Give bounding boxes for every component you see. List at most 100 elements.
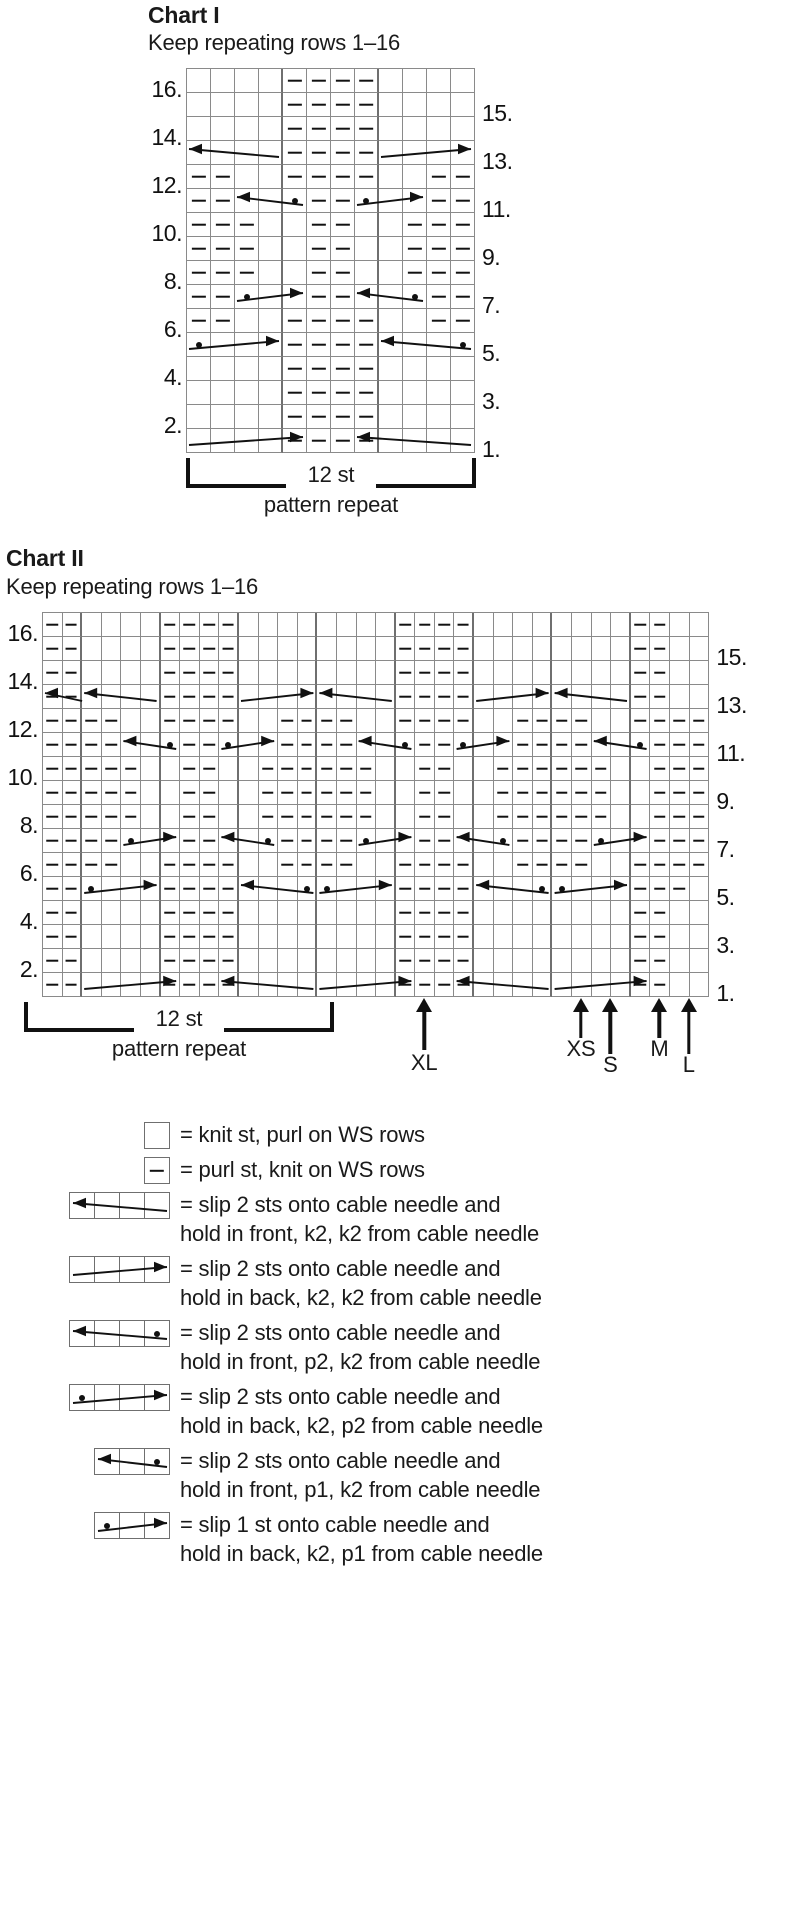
chart-cell[interactable] — [451, 165, 475, 189]
chart-cell[interactable] — [82, 877, 102, 901]
chart-cell[interactable] — [101, 925, 122, 949]
chart-cell[interactable] — [160, 853, 181, 877]
chart-cell[interactable] — [451, 333, 475, 357]
chart-cell[interactable] — [211, 237, 235, 261]
chart-cell[interactable] — [238, 805, 259, 829]
chart-cell[interactable] — [331, 285, 355, 309]
chart-cell[interactable] — [140, 685, 161, 709]
chart-cell[interactable] — [532, 877, 553, 901]
chart-cell[interactable] — [513, 973, 533, 997]
chart-cell[interactable] — [101, 901, 122, 925]
chart-cell[interactable] — [395, 637, 416, 661]
chart-cell[interactable] — [199, 829, 220, 853]
chart-cell[interactable] — [187, 309, 211, 333]
chart-cell[interactable] — [180, 949, 200, 973]
chart-cell[interactable] — [552, 733, 573, 757]
chart-cell[interactable] — [356, 637, 377, 661]
chart-cell[interactable] — [235, 333, 259, 357]
chart-cell[interactable] — [670, 661, 690, 685]
chart-cell[interactable] — [611, 685, 631, 709]
chart-cell[interactable] — [395, 925, 416, 949]
chart-cell[interactable] — [376, 781, 396, 805]
chart-cell[interactable] — [199, 781, 220, 805]
chart-cell[interactable] — [297, 853, 318, 877]
chart-cell[interactable] — [101, 709, 122, 733]
chart-cell[interactable] — [211, 285, 235, 309]
chart-cell[interactable] — [238, 613, 259, 637]
chart-cell[interactable] — [121, 829, 141, 853]
chart-cell[interactable] — [415, 925, 435, 949]
chart-cell[interactable] — [238, 877, 259, 901]
chart-cell[interactable] — [689, 877, 710, 901]
chart-cell[interactable] — [355, 285, 379, 309]
chart-cell[interactable] — [591, 877, 612, 901]
chart-cell[interactable] — [121, 757, 141, 781]
chart-cell[interactable] — [336, 973, 357, 997]
chart-cell[interactable] — [235, 117, 259, 141]
chart-cell[interactable] — [307, 309, 331, 333]
chart-cell[interactable] — [611, 805, 631, 829]
chart-cell[interactable] — [513, 613, 533, 637]
chart-cell[interactable] — [552, 829, 573, 853]
chart-cell[interactable] — [121, 901, 141, 925]
chart-cell[interactable] — [331, 141, 355, 165]
chart-cell[interactable] — [180, 637, 200, 661]
chart-cell[interactable] — [180, 661, 200, 685]
chart-cell[interactable] — [591, 685, 612, 709]
chart-cell[interactable] — [82, 709, 102, 733]
chart-cell[interactable] — [650, 853, 670, 877]
chart-cell[interactable] — [355, 429, 379, 453]
chart-cell[interactable] — [572, 781, 592, 805]
chart-cell[interactable] — [199, 661, 220, 685]
chart-cell[interactable] — [630, 637, 651, 661]
chart-cell[interactable] — [513, 877, 533, 901]
chart-cell[interactable] — [493, 613, 514, 637]
chart-cell[interactable] — [140, 805, 161, 829]
chart-cell[interactable] — [317, 901, 337, 925]
chart-cell[interactable] — [278, 877, 298, 901]
chart-cell[interactable] — [630, 805, 651, 829]
chart-cell[interactable] — [187, 333, 211, 357]
chart-cell[interactable] — [650, 709, 670, 733]
chart-cell[interactable] — [403, 213, 427, 237]
chart-cell[interactable] — [43, 661, 63, 685]
chart-cell[interactable] — [451, 285, 475, 309]
chart-cell[interactable] — [283, 381, 307, 405]
chart-cell[interactable] — [199, 853, 220, 877]
chart-cell[interactable] — [355, 261, 379, 285]
chart-cell[interactable] — [689, 637, 710, 661]
chart-cell[interactable] — [572, 877, 592, 901]
chart-cell[interactable] — [43, 757, 63, 781]
chart-cell[interactable] — [415, 685, 435, 709]
chart-cell[interactable] — [180, 613, 200, 637]
chart-cell[interactable] — [259, 117, 283, 141]
chart-cell[interactable] — [356, 949, 377, 973]
chart-cell[interactable] — [336, 733, 357, 757]
chart-cell[interactable] — [336, 949, 357, 973]
chart-cell[interactable] — [101, 853, 122, 877]
chart-cell[interactable] — [611, 757, 631, 781]
chart-cell[interactable] — [650, 949, 670, 973]
chart-cell[interactable] — [283, 285, 307, 309]
chart-cell[interactable] — [395, 805, 416, 829]
chart-cell[interactable] — [356, 709, 377, 733]
chart-cell[interactable] — [379, 429, 403, 453]
chart-cell[interactable] — [611, 901, 631, 925]
chart-cell[interactable] — [43, 925, 63, 949]
chart-cell[interactable] — [307, 117, 331, 141]
chart-cell[interactable] — [62, 973, 83, 997]
chart-cell[interactable] — [403, 165, 427, 189]
chart-cell[interactable] — [331, 117, 355, 141]
chart-cell[interactable] — [238, 637, 259, 661]
chart-cell[interactable] — [451, 93, 475, 117]
chart-cell[interactable] — [211, 213, 235, 237]
chart-cell[interactable] — [43, 613, 63, 637]
chart-cell[interactable] — [278, 805, 298, 829]
chart-cell[interactable] — [670, 637, 690, 661]
chart-cell[interactable] — [278, 613, 298, 637]
chart-cell[interactable] — [689, 709, 710, 733]
chart-cell[interactable] — [356, 877, 377, 901]
chart-cell[interactable] — [356, 829, 377, 853]
chart-cell[interactable] — [160, 925, 181, 949]
chart-cell[interactable] — [187, 93, 211, 117]
